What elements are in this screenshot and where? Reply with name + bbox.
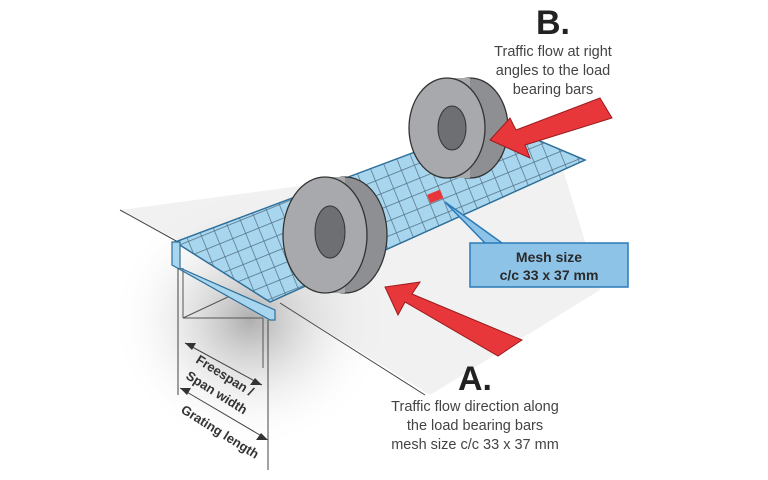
arrowhead — [250, 378, 262, 385]
pit — [182, 268, 264, 368]
arrowhead — [180, 388, 191, 395]
wheel-a — [282, 176, 388, 294]
label-a: A. — [458, 360, 492, 398]
mesh-size-callout: Mesh size c/c 33 x 37 mm — [444, 201, 629, 288]
b-desc-2: angles to the load — [496, 63, 610, 79]
wall-edge-right — [279, 302, 426, 396]
a-desc-3: mesh size c/c 33 x 37 mm — [391, 437, 559, 453]
b-desc-3: bearing bars — [513, 82, 594, 98]
mesh-highlight — [427, 189, 444, 204]
arrow-a — [384, 281, 524, 357]
dimension-lines — [177, 268, 269, 470]
wall-edge-left — [119, 209, 179, 243]
arrowhead — [185, 343, 196, 350]
a-desc-1: Traffic flow direction along — [391, 399, 559, 415]
arrow-b — [489, 97, 613, 159]
label-b: B. — [536, 4, 570, 42]
grating-end-frame — [171, 241, 276, 321]
arrowhead — [256, 433, 268, 440]
mesh-callout-line-2: c/c 33 x 37 mm — [500, 267, 599, 283]
wheel-b — [408, 77, 509, 179]
a-desc-2: the load bearing bars — [407, 418, 543, 434]
mesh-callout-line-1: Mesh size — [516, 249, 582, 265]
b-desc-1: Traffic flow at right — [494, 44, 612, 60]
